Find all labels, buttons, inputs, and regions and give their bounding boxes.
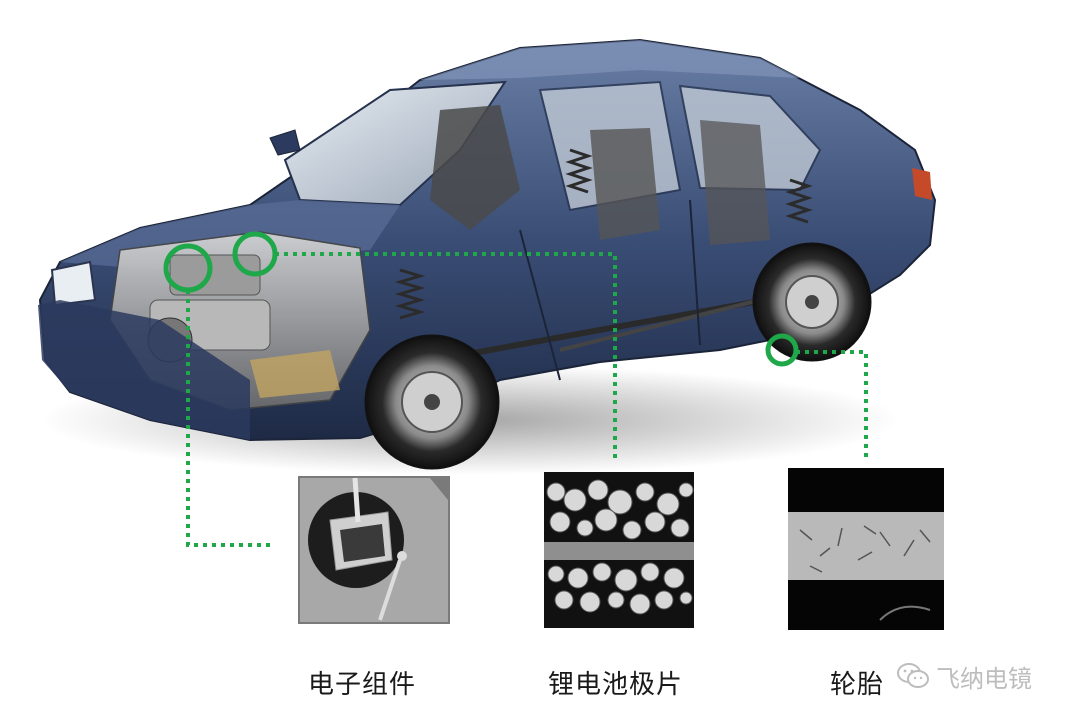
electrode-particles-bottom <box>547 562 693 615</box>
car-illustration <box>38 38 937 442</box>
caption-electronic-components: 电子组件 <box>308 670 417 700</box>
leader-line-electronic-components <box>186 290 270 547</box>
micrograph-battery-electrode <box>544 472 694 628</box>
watermark: 飞纳电镜 <box>896 660 1032 693</box>
tire-fibers <box>799 525 931 573</box>
rear-wheel <box>752 242 872 362</box>
wechat-icon <box>897 663 929 688</box>
front-wheel <box>364 334 500 470</box>
caption-tire: 轮胎 <box>830 670 885 700</box>
leader-line-battery-electrode <box>275 252 617 462</box>
micrograph-tire <box>788 468 944 630</box>
watermark-text: 飞纳电镜 <box>936 664 1032 693</box>
electrode-particles-top <box>546 479 694 540</box>
caption-battery-electrode: 锂电池极片 <box>548 670 684 700</box>
micrograph-electronic-components <box>298 476 450 624</box>
